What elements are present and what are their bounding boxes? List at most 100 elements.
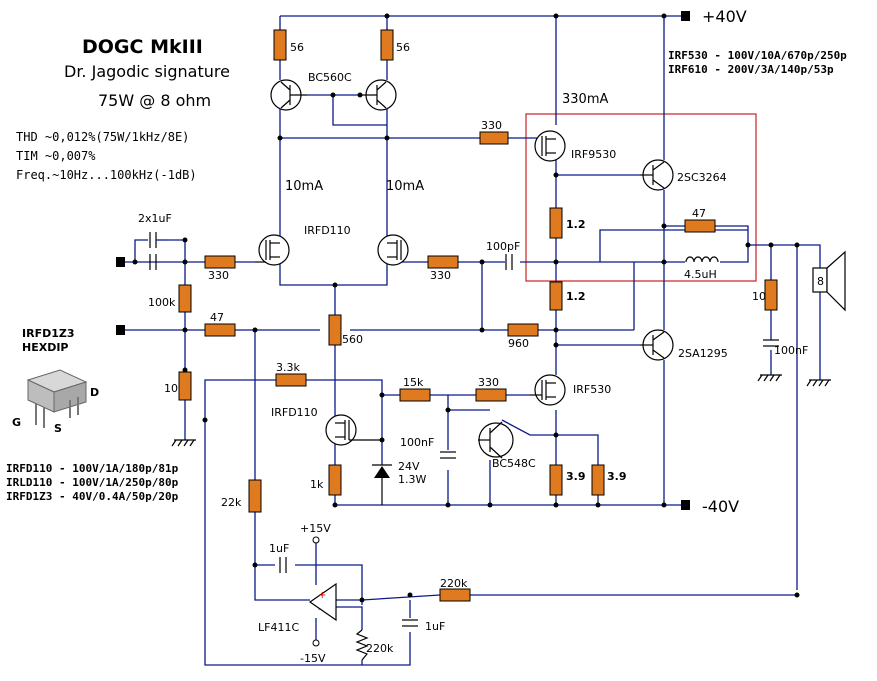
rail-pos-label: +40V xyxy=(702,7,747,26)
label-r330-in: 330 xyxy=(208,269,229,282)
feedback-terminal xyxy=(116,325,125,335)
label-c1u-op: 1uF xyxy=(269,542,289,555)
label-2sa1295: 2SA1295 xyxy=(678,347,728,360)
label-irfd110-top: IRFD110 xyxy=(304,224,351,237)
svg-text:+: + xyxy=(318,590,326,601)
rail-neg-label: -40V xyxy=(702,497,739,516)
op-neg-label: -15V xyxy=(300,652,326,665)
ground-icon-zobel xyxy=(757,374,782,382)
irfd110-low-icon xyxy=(325,414,382,446)
note-irld110: IRLD110 - 100V/1A/250p/80p xyxy=(6,476,179,489)
resistor-10-zobel xyxy=(764,279,778,311)
irfd110-right-icon xyxy=(377,234,409,266)
zener-diode-icon xyxy=(372,464,392,505)
label-speaker: 8 xyxy=(817,275,824,288)
resistor-330-mid xyxy=(427,255,459,269)
label-r10-in: 10 xyxy=(164,382,178,395)
label-i10b: 10mA xyxy=(386,179,424,194)
irf9530-icon xyxy=(534,130,566,162)
package-type: HEXDIP xyxy=(22,341,69,354)
cap-100nf-low xyxy=(440,451,456,459)
label-i330: 330mA xyxy=(562,92,608,107)
label-bc548: BC548C xyxy=(492,457,536,470)
label-r560: 560 xyxy=(342,333,363,346)
label-r33k: 3.3k xyxy=(276,361,300,374)
label-2sc3264: 2SC3264 xyxy=(677,171,727,184)
resistor-1.2-upper xyxy=(549,207,563,239)
output-stage-box xyxy=(525,113,757,282)
label-r960: 960 xyxy=(508,337,529,350)
spec-freq: Freq.~10Hz...100kHz(-1dB) xyxy=(16,168,197,182)
resistors xyxy=(178,29,778,602)
resistor-22k xyxy=(248,479,262,513)
resistor-330-low xyxy=(475,388,507,402)
resistor-3.9-right xyxy=(591,464,605,496)
junction-dots xyxy=(132,13,800,603)
pin-s-label: S xyxy=(54,422,62,435)
label-c100n-low: 100nF xyxy=(400,436,434,449)
irf530-icon xyxy=(530,374,566,406)
note-irf610: IRF610 - 200V/3A/140p/53p xyxy=(668,63,834,76)
transistors xyxy=(255,79,674,459)
label-r15k: 15k xyxy=(403,376,424,389)
cap-2x1uf-lower xyxy=(149,254,157,270)
label-z13: 1.3W xyxy=(398,473,426,486)
label-r22k: 22k xyxy=(221,496,242,509)
label-c2x1u: 2x1uF xyxy=(138,212,172,225)
resistor-10-in xyxy=(178,371,192,401)
resistor-100k xyxy=(178,284,192,313)
label-r39b: 3.9 xyxy=(607,470,627,483)
svg-text:-: - xyxy=(318,604,322,615)
label-r220k-v: 220k xyxy=(366,642,394,655)
pin-g-label: G xyxy=(12,416,21,429)
label-c100n-out: 100nF xyxy=(774,344,808,357)
neg-rail-terminal xyxy=(681,500,690,510)
note-irfd1z3: IRFD1Z3 - 40V/0.4A/50p/20p xyxy=(6,490,179,503)
cap-2x1uf-upper xyxy=(149,232,170,248)
label-lf411: LF411C xyxy=(258,621,299,634)
lf411-opamp-icon: + - xyxy=(308,536,337,647)
label-r56b: 56 xyxy=(396,41,410,54)
pos-rail-terminal xyxy=(681,11,690,21)
resistor-330-top xyxy=(479,131,509,145)
label-r47-out: 47 xyxy=(692,207,706,220)
package-name: IRFD1Z3 xyxy=(22,327,75,340)
page-title: DOGC MkIII xyxy=(82,36,203,58)
ground-icon-in xyxy=(171,439,196,447)
pin-d-label: D xyxy=(90,386,99,399)
label-r330-low: 330 xyxy=(478,376,499,389)
bc560-left-icon xyxy=(270,79,307,111)
note-irfd110: IRFD110 - 100V/1A/180p/81p xyxy=(6,462,179,475)
page-subtitle: Dr. Jagodic signature xyxy=(64,62,230,81)
resistor-56-right xyxy=(380,29,394,61)
spec-thd: THD ~0,012%(75W/1kHz/8E) xyxy=(16,130,189,144)
label-r39a: 3.9 xyxy=(566,470,586,483)
resistor-1k xyxy=(328,464,342,496)
label-r100k: 100k xyxy=(148,296,176,309)
label-r12a: 1.2 xyxy=(566,218,586,231)
label-c1u-low: 1uF xyxy=(425,620,445,633)
cap-1uf-op xyxy=(279,557,287,573)
2sa1295-icon xyxy=(640,329,674,361)
label-irf530: IRF530 xyxy=(573,383,611,396)
resistor-3.9-left xyxy=(549,464,563,496)
resistor-47-out xyxy=(684,219,716,233)
label-irfd110-low: IRFD110 xyxy=(271,406,318,419)
cap-1uf-low xyxy=(402,619,418,627)
resistor-3.3k xyxy=(275,373,307,387)
label-r10-out: 10 xyxy=(752,290,766,303)
inductor-4.5uh xyxy=(685,256,719,263)
label-inductor: 4.5uH xyxy=(684,268,717,281)
bc560-right-icon xyxy=(360,79,397,111)
hexdip-package-icon xyxy=(26,369,88,428)
note-irf530: IRF530 - 100V/10A/670p/250p xyxy=(668,49,847,62)
cap-100pf xyxy=(505,254,513,270)
resistor-220k-h xyxy=(439,588,471,602)
2sc3264-icon xyxy=(640,159,674,191)
label-bc560: BC560C xyxy=(308,71,352,84)
cap-100nf-zobel xyxy=(763,339,779,347)
label-r12b: 1.2 xyxy=(566,290,586,303)
resistor-47-in xyxy=(204,323,236,337)
